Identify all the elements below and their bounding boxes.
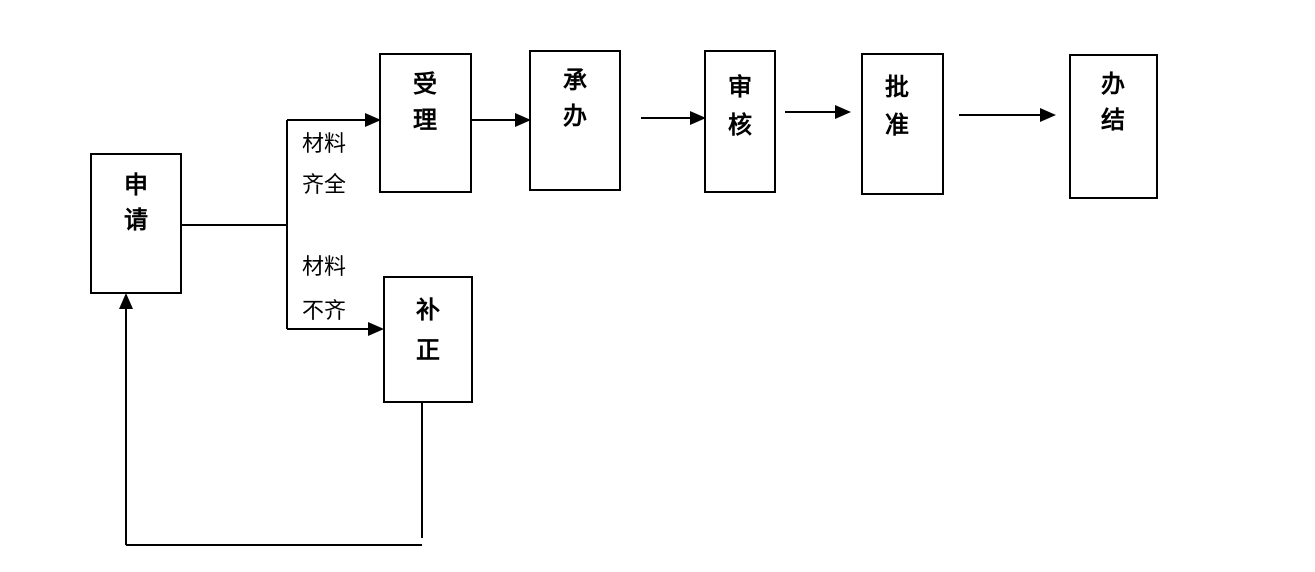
apply-box (90, 153, 182, 294)
incomplete-materials-line-2: 不齐 (302, 299, 346, 324)
node-handle: 承 办 (529, 50, 621, 191)
handle-char-2: 办 (563, 101, 587, 130)
accept-char-1: 受 (413, 69, 437, 98)
condition-incomplete-materials: 材料 不齐 (302, 255, 346, 324)
return-arrowhead (119, 293, 133, 309)
complete-materials-line-1: 材料 (302, 132, 346, 157)
accept-char-2: 理 (413, 105, 437, 134)
to-accept-arrowhead (365, 113, 381, 127)
complete-materials-line-2: 齐全 (302, 173, 346, 198)
complete-char-2: 结 (1101, 105, 1125, 134)
supplement-char-2: 正 (416, 335, 440, 364)
node-approve: 批 准 (861, 53, 944, 195)
node-complete: 办 结 (1069, 54, 1158, 199)
apply-char-1: 申 (124, 170, 148, 199)
condition-complete-materials: 材料 齐全 (302, 132, 346, 198)
apply-char-2: 请 (124, 205, 148, 234)
incomplete-materials-line-1: 材料 (302, 255, 346, 280)
complete-box (1069, 54, 1158, 199)
review-box (704, 50, 776, 193)
accept-box (379, 53, 472, 193)
node-apply: 申 请 (90, 153, 182, 294)
handle-to-review-arrowhead (690, 111, 706, 125)
review-to-approve-arrowhead (835, 105, 851, 119)
supplement-char-1: 补 (416, 295, 440, 324)
to-supplement-arrowhead (368, 322, 384, 336)
handle-char-1: 承 (563, 65, 587, 94)
review-char-1: 审 (728, 72, 752, 101)
complete-char-1: 办 (1101, 69, 1125, 98)
approve-char-1: 批 (885, 72, 909, 101)
node-review: 审 核 (704, 50, 776, 193)
accept-to-handle-arrowhead (515, 113, 531, 127)
approve-char-2: 准 (885, 110, 909, 139)
node-accept: 受 理 (379, 53, 472, 193)
node-supplement: 补 正 (383, 276, 473, 403)
connectors (119, 105, 1056, 546)
approve-box (861, 53, 944, 195)
approve-to-complete-arrowhead (1040, 108, 1056, 122)
handle-box (529, 50, 621, 191)
supplement-box (383, 276, 473, 403)
review-char-2: 核 (728, 110, 752, 139)
